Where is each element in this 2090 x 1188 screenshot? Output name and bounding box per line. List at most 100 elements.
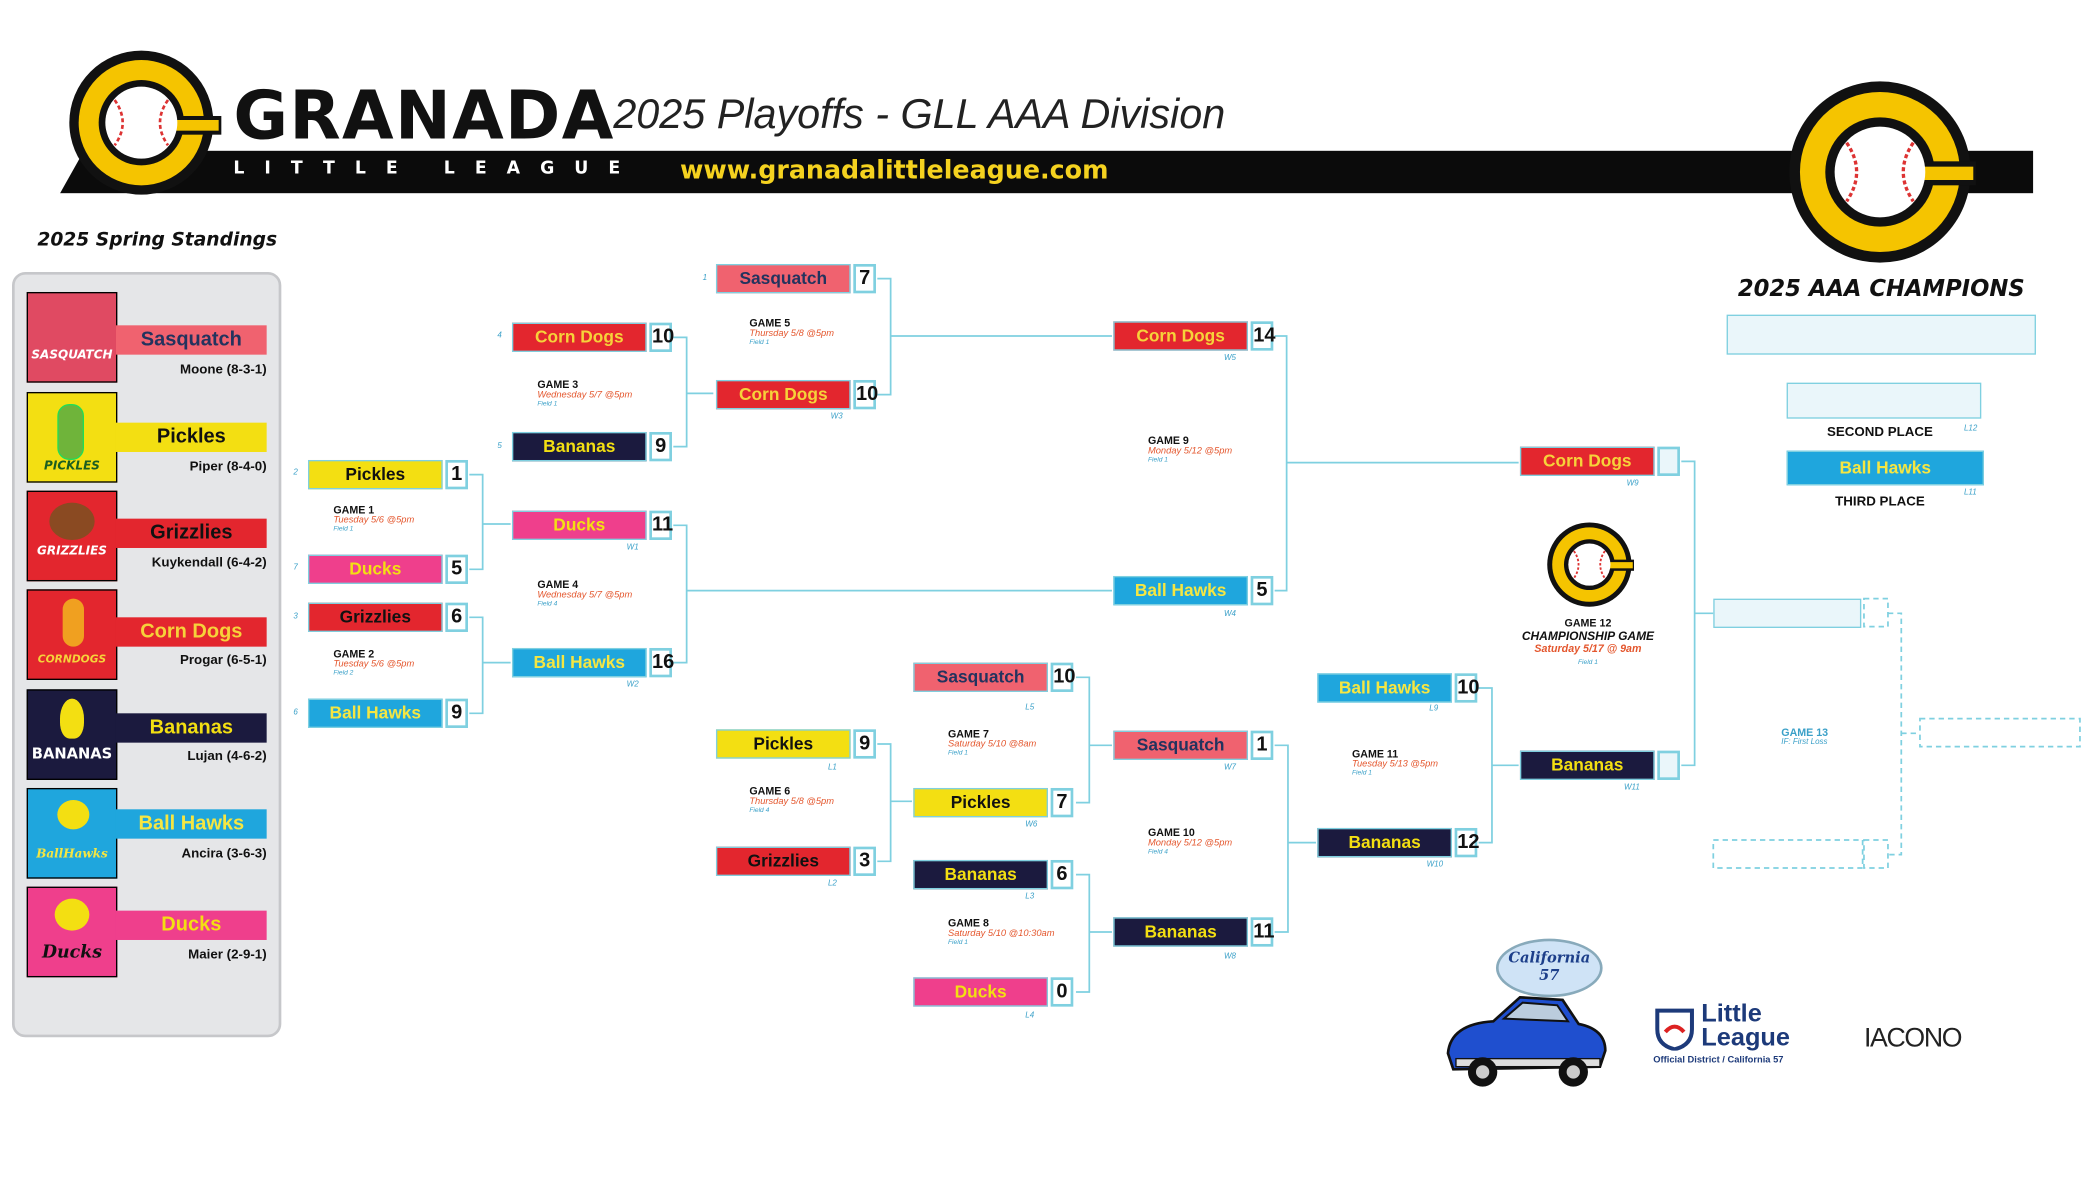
- team-slot[interactable]: Pickles: [913, 787, 1048, 818]
- team-slot[interactable]: Pickles: [307, 459, 443, 490]
- team-slot[interactable]: Ducks: [913, 977, 1048, 1007]
- seed-number: 7: [293, 563, 298, 572]
- champion-slot[interactable]: [1726, 314, 2036, 355]
- team-score: [1657, 446, 1680, 476]
- source-tag: L12: [1963, 425, 1978, 434]
- seed-number: 3: [293, 613, 298, 622]
- team-slot[interactable]: Ball Hawks: [511, 647, 647, 678]
- little-league-shield-icon: [1655, 1008, 1694, 1051]
- team-slot[interactable]: Grizzlies: [307, 602, 443, 632]
- team-score: 5: [445, 554, 468, 584]
- team-score: 10: [853, 379, 878, 410]
- seed-number: 2: [293, 469, 298, 478]
- source-tag: L1: [827, 763, 837, 772]
- header-bar: [59, 150, 2034, 194]
- third-place-label: THIRD PLACE: [1835, 494, 1925, 510]
- source-tag: L2: [827, 879, 837, 888]
- team-slot[interactable]: Sasquatch: [913, 662, 1048, 692]
- standing-team-record: Progar (6-5-1): [179, 653, 267, 668]
- team-slot[interactable]: Bananas: [1317, 827, 1452, 858]
- ducks-logo-icon: Ducks: [26, 886, 118, 978]
- source-tag: W10: [1426, 861, 1444, 870]
- standings-title: 2025 Spring Standings: [37, 229, 278, 251]
- standing-team-record: Piper (8-4-0): [189, 459, 267, 475]
- team-score: 9: [649, 431, 672, 462]
- source-tag: W9: [1626, 479, 1639, 488]
- source-tag: W3: [830, 413, 843, 422]
- source-tag: W11: [1623, 783, 1640, 792]
- team-slot[interactable]: Ducks: [511, 510, 647, 540]
- source-tag: W7: [1223, 763, 1236, 772]
- source-tag: L4: [1025, 1011, 1035, 1020]
- classic-car-icon: [1446, 995, 1607, 1087]
- iacono-logo: IACONO: [1863, 1023, 1963, 1054]
- champions-logo-icon: [1789, 81, 1976, 263]
- team-slot[interactable]: Grizzlies: [715, 846, 851, 876]
- standing-team-name: Corn Dogs: [115, 617, 267, 647]
- team-slot[interactable]: Bananas: [511, 431, 647, 462]
- california-57-logo: California 57: [1440, 936, 1613, 1103]
- second-place-slot[interactable]: [1786, 382, 1982, 419]
- team-score: 10: [1050, 662, 1076, 692]
- team-slot[interactable]: Corn Dogs: [1113, 321, 1248, 351]
- team-score: [1657, 750, 1680, 780]
- team-score: 6: [1050, 859, 1074, 890]
- standing-team-record: Lujan (4-6-2): [187, 749, 267, 764]
- team-score: 3: [853, 846, 876, 876]
- source-tag: L5: [1025, 703, 1035, 712]
- game-info: GAME 12 CHAMPIONSHIP GAME Saturday 5/17 …: [1521, 617, 1655, 667]
- team-score: 6: [445, 602, 468, 632]
- corn-dogs-logo-icon: CORNDOGS: [26, 589, 118, 680]
- team-slot[interactable]: Sasquatch: [1113, 730, 1248, 760]
- source-tag: W6: [1025, 821, 1038, 830]
- team-slot[interactable]: Bananas: [1113, 917, 1248, 947]
- source-tag: L3: [1025, 893, 1035, 902]
- team-score: 12: [1454, 827, 1480, 858]
- grizzlies-logo-icon: GRIZZLIES: [26, 490, 118, 582]
- sasquatch-logo-icon: SASQUATCH: [26, 291, 118, 383]
- source-tag: L11: [1963, 489, 1977, 498]
- standing-team-record: Kuykendall (6-4-2): [151, 555, 267, 571]
- team-score: 9: [445, 698, 468, 728]
- team-slot[interactable]: Corn Dogs: [511, 322, 647, 352]
- standing-team-name: Pickles: [115, 422, 267, 452]
- team-slot[interactable]: Ducks: [307, 554, 443, 584]
- team-slot[interactable]: Pickles: [715, 729, 851, 759]
- third-place-slot[interactable]: Ball Hawks: [1786, 450, 1984, 486]
- website-link[interactable]: www.granadalittleleague.com: [679, 155, 1109, 186]
- championship-logo-icon: [1547, 522, 1635, 607]
- game12-winner-slot[interactable]: [1713, 598, 1862, 628]
- champions-title: 2025 AAA CHAMPIONS: [1737, 275, 2025, 303]
- team-slot[interactable]: Corn Dogs: [1519, 446, 1655, 476]
- team-slot[interactable]: Ball Hawks: [307, 698, 443, 728]
- granada-logo-icon: [69, 50, 222, 195]
- source-tag: L9: [1429, 705, 1439, 714]
- team-score: 16: [649, 647, 674, 678]
- team-score: 1: [1250, 730, 1274, 760]
- team-slot[interactable]: Ball Hawks: [1113, 575, 1248, 606]
- team-score: 7: [853, 263, 876, 294]
- team-slot[interactable]: Corn Dogs: [715, 379, 851, 410]
- source-tag: W1: [626, 543, 639, 552]
- seed-number: 1: [702, 274, 708, 283]
- team-score: 5: [1250, 575, 1274, 606]
- standing-team-name: Bananas: [115, 713, 267, 743]
- pickles-logo-icon: PICKLES: [26, 391, 118, 483]
- team-slot[interactable]: Bananas: [1519, 750, 1655, 780]
- team-slot[interactable]: Sasquatch: [715, 263, 851, 294]
- ball-hawks-logo-icon: BallHawks: [26, 787, 118, 879]
- team-slot[interactable]: Ball Hawks: [1317, 673, 1452, 703]
- source-tag: W5: [1223, 354, 1236, 363]
- seed-number: 5: [497, 442, 502, 451]
- page-title: 2025 Playoffs - GLL AAA Division: [613, 90, 1226, 138]
- team-slot[interactable]: Bananas: [913, 859, 1048, 890]
